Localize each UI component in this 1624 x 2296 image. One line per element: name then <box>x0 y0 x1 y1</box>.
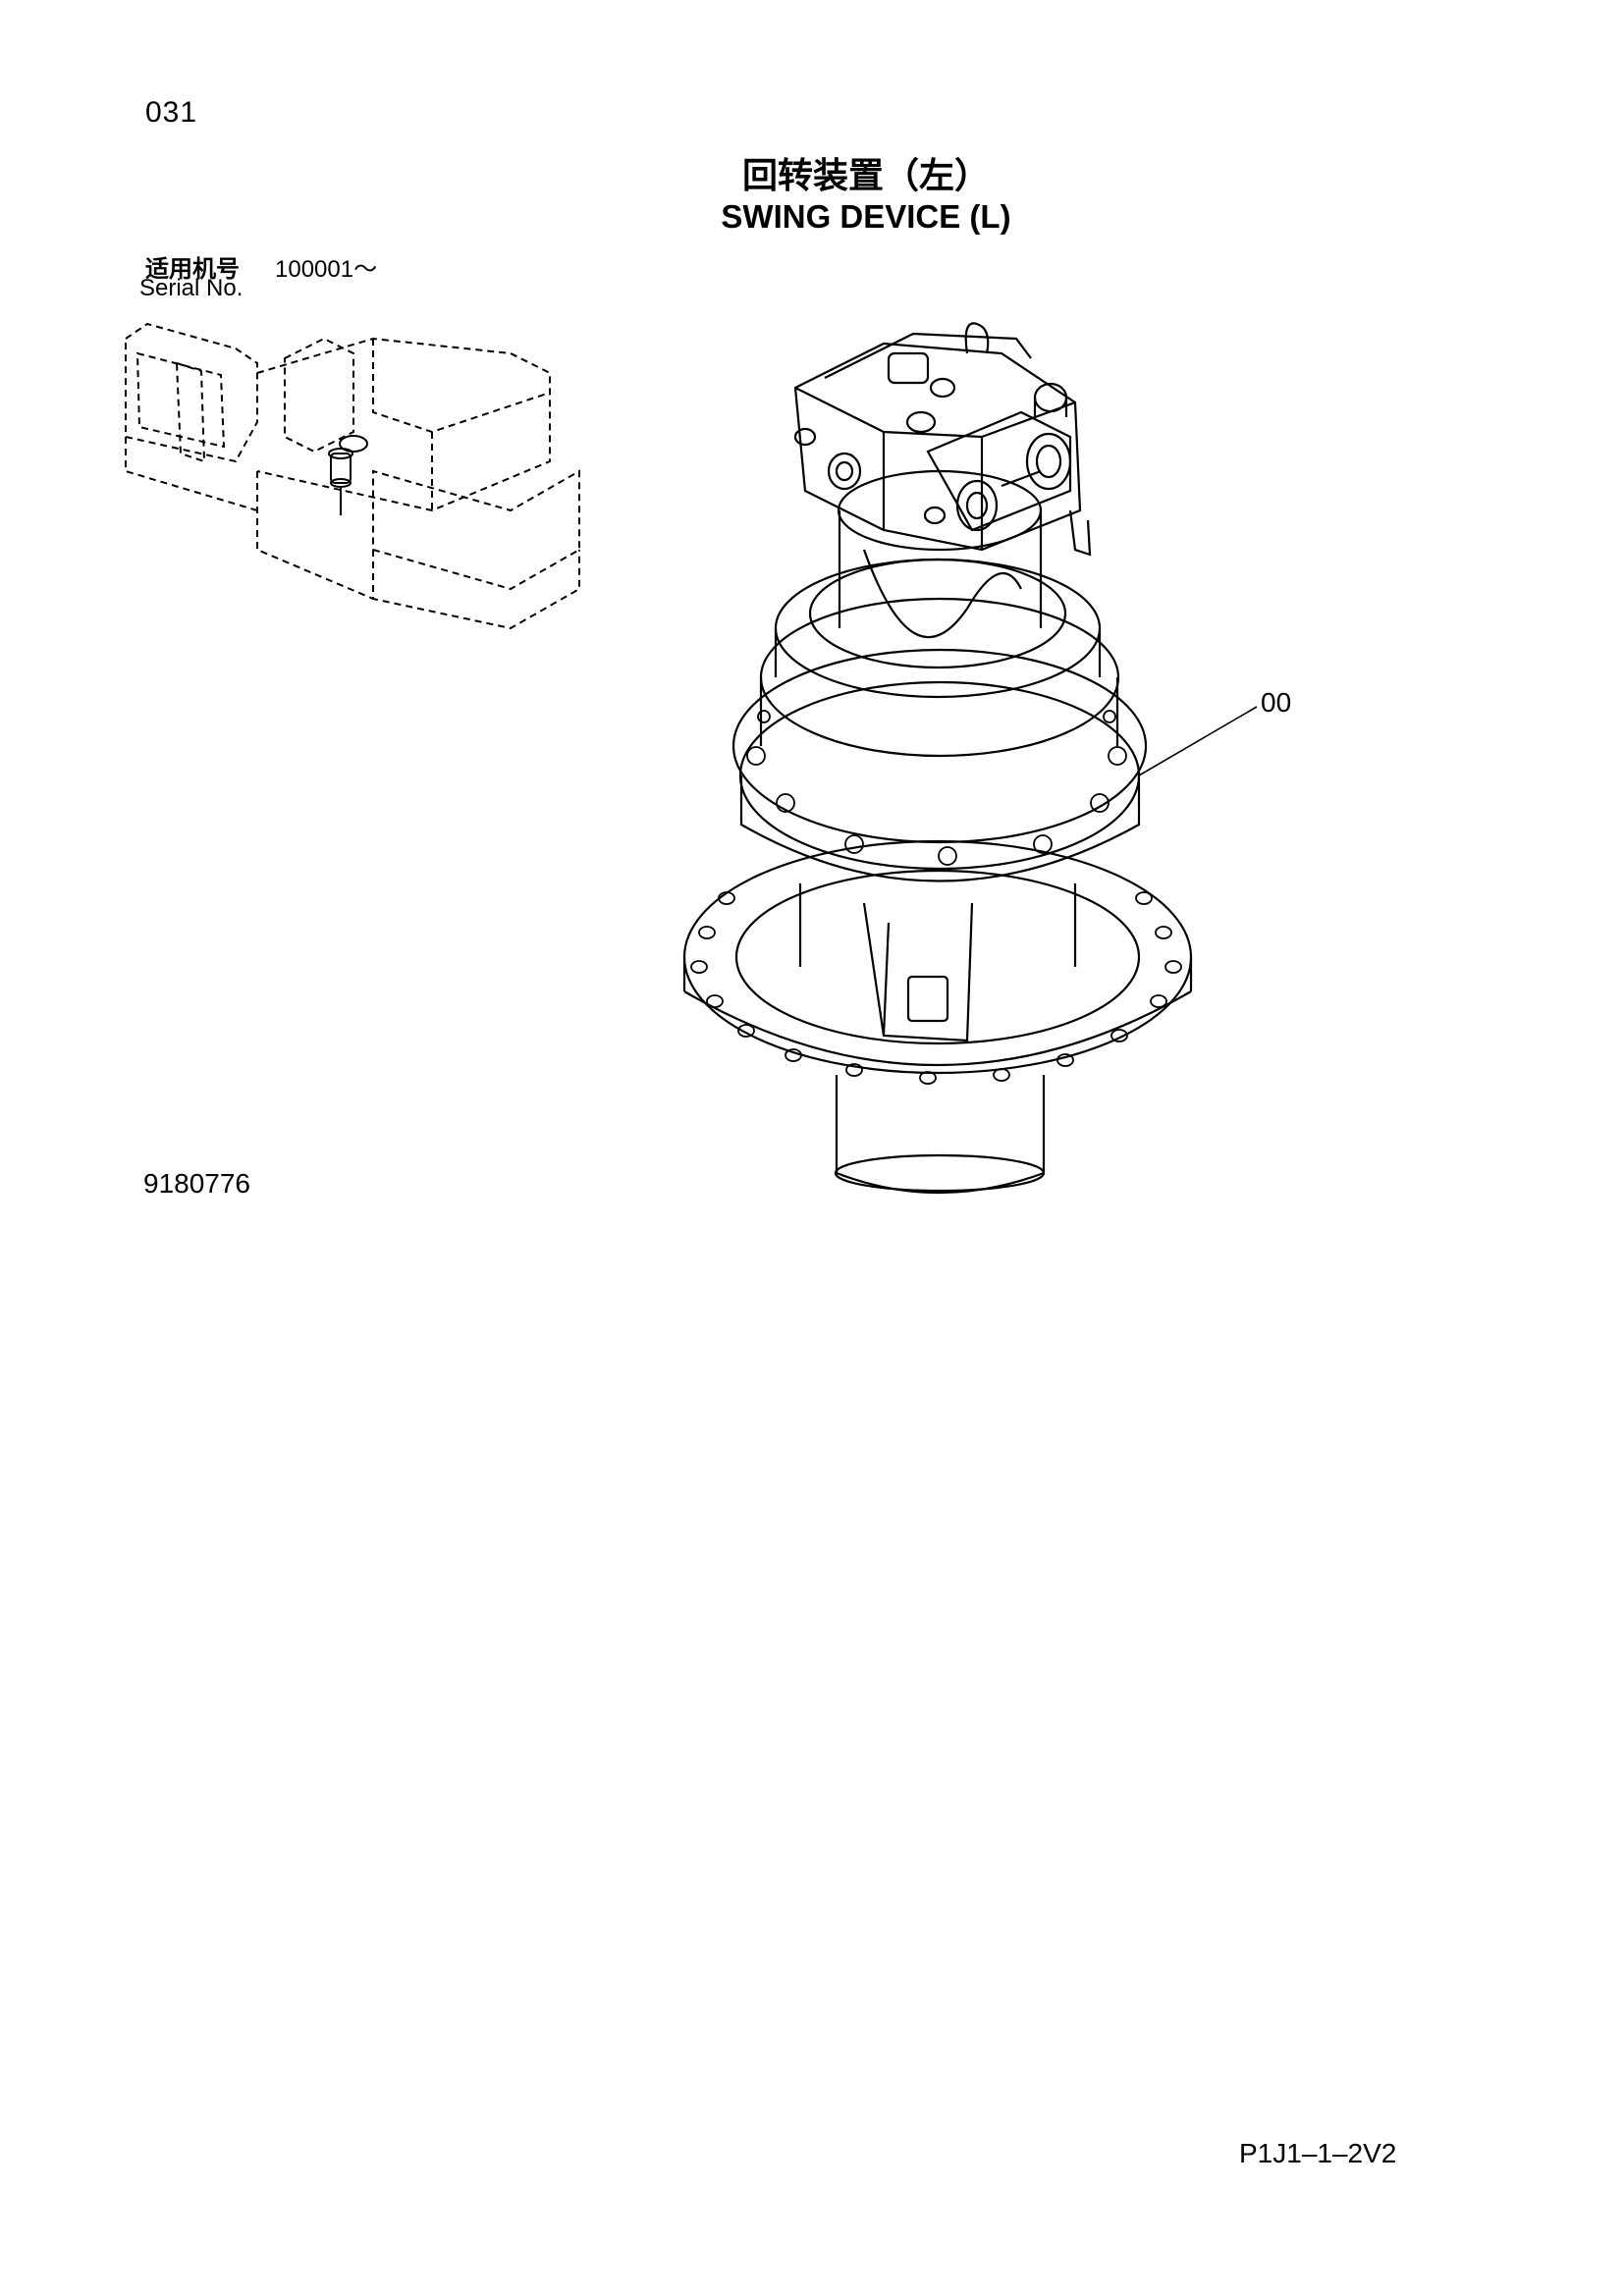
page-code: P1J1–1–2V2 <box>1239 2138 1397 2168</box>
serial-label-english: Serial No. <box>139 275 244 301</box>
callout-label: 00 <box>1261 687 1292 718</box>
serial-label-chinese: 适用机号 <box>145 255 240 283</box>
page-title-english: SWING DEVICE (L) <box>721 198 1011 235</box>
drawing-number: 9180776 <box>143 1168 251 1199</box>
page-number: 031 <box>145 96 198 129</box>
serial-range: 100001～ <box>275 256 378 283</box>
page-title-chinese: 回转装置（左） <box>741 156 990 196</box>
